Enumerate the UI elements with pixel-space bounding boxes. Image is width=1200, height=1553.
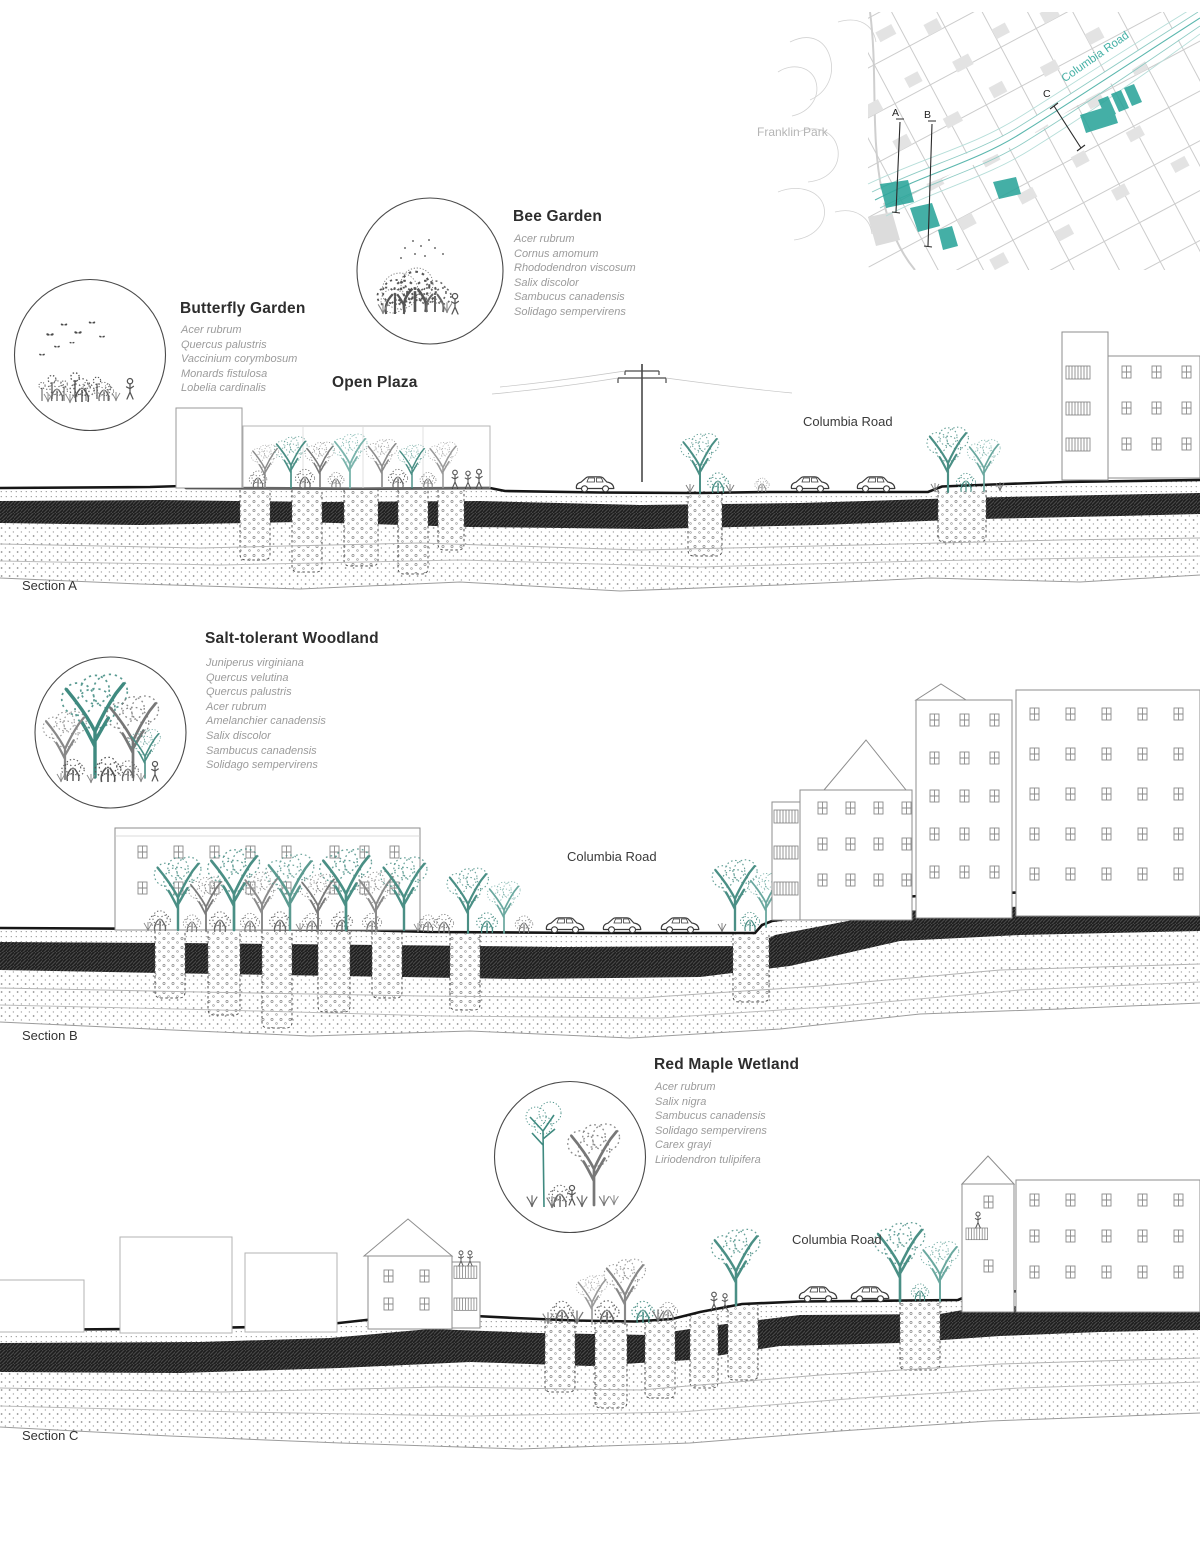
location-map-drawing <box>777 12 1200 270</box>
species-item: Salix discolor <box>206 729 271 742</box>
building <box>114 827 421 931</box>
car <box>575 476 615 493</box>
car <box>660 917 700 934</box>
apartment-building <box>1061 331 1200 481</box>
species-item: Solidago sempervirens <box>655 1124 767 1137</box>
section-c-road-label: Columbia Road <box>792 1232 882 1247</box>
species-item: Sambucus canadensis <box>655 1110 766 1123</box>
species-item: Sambucus canadensis <box>206 744 317 757</box>
section-c-drawing <box>0 1155 1200 1450</box>
soil-cells <box>544 1302 941 1409</box>
species-item: Acer rubrum <box>514 233 575 245</box>
utility-pole <box>491 363 793 483</box>
butterfly-garden-title: Butterfly Garden <box>180 300 306 317</box>
street-planting <box>679 426 1005 494</box>
species-item: Acer rubrum <box>206 700 267 713</box>
species-item: Solidago sempervirens <box>206 759 318 772</box>
section-cut-lines <box>891 102 1086 248</box>
section-a-road-label: Columbia Road <box>803 414 893 429</box>
soil-cells <box>239 490 987 575</box>
woodland-illustration <box>33 655 188 810</box>
bee-garden-illustration <box>355 196 505 346</box>
car <box>545 917 585 934</box>
species-item: Quercus velutina <box>206 671 289 684</box>
franklin-park-label: Franklin Park <box>757 125 828 139</box>
species-item: Salix nigra <box>655 1095 707 1108</box>
section-c-label: Section C <box>22 1428 79 1443</box>
species-item: Vaccinium corymbosum <box>181 353 298 366</box>
species-item: Lobelia cardinalis <box>181 382 266 395</box>
park-contours <box>777 19 877 241</box>
woodland-title: Salt-tolerant Woodland <box>205 630 379 647</box>
section-a-drawing <box>0 331 1200 592</box>
columbia-road-band <box>867 12 1200 217</box>
location-map: Franklin Park Columbia Road A B C <box>750 12 1200 270</box>
car <box>790 476 830 493</box>
species-item: Acer rubrum <box>655 1081 716 1093</box>
wetland-title: Red Maple Wetland <box>654 1056 800 1073</box>
open-plaza-structure <box>242 425 491 489</box>
species-item: Amelanchier canadensis <box>206 715 326 728</box>
species-item: Carex grayi <box>655 1139 712 1152</box>
apartment-buildings <box>960 1155 1200 1313</box>
street-grid <box>868 12 1200 270</box>
soil-cells <box>154 931 770 1029</box>
species-item: Quercus palustris <box>181 338 267 351</box>
butterfly-garden-illustration <box>12 277 168 433</box>
species-item: Salix discolor <box>514 276 579 289</box>
map-marker-b: B <box>924 109 932 121</box>
species-item: Solidago sempervirens <box>514 305 626 318</box>
species-item: Acer rubrum <box>181 324 242 336</box>
species-item: Liriodendron tulipifera <box>655 1153 761 1166</box>
building <box>175 407 243 489</box>
species-item: Rhododendron viscosum <box>514 262 636 275</box>
bee-dots <box>400 239 444 259</box>
car <box>798 1286 838 1303</box>
section-b-label: Section B <box>22 1028 78 1043</box>
bee-garden-title: Bee Garden <box>513 208 603 225</box>
car <box>856 476 896 493</box>
section-a-label: Section A <box>22 578 77 593</box>
gabled-house <box>362 1218 481 1330</box>
species-item: Juniperus virginiana <box>206 657 304 669</box>
wetland-illustration <box>492 1079 648 1235</box>
species-item: Sambucus canadensis <box>514 291 625 304</box>
car <box>602 917 642 934</box>
species-item: Monards fistulosa <box>181 367 268 380</box>
map-marker-c: C <box>1043 88 1051 100</box>
section-b-drawing <box>0 683 1200 1039</box>
tall-maple <box>525 1101 562 1208</box>
intervention-areas <box>880 84 1142 250</box>
building-silhouettes <box>0 1236 338 1334</box>
map-marker-a: A <box>892 107 900 119</box>
section-b-road-label: Columbia Road <box>567 849 657 864</box>
map-block <box>868 212 900 246</box>
apartment-buildings <box>771 683 1200 921</box>
open-plaza-label: Open Plaza <box>332 374 418 391</box>
species-item: Quercus palustris <box>206 686 292 699</box>
species-item: Cornus amomum <box>514 247 599 260</box>
